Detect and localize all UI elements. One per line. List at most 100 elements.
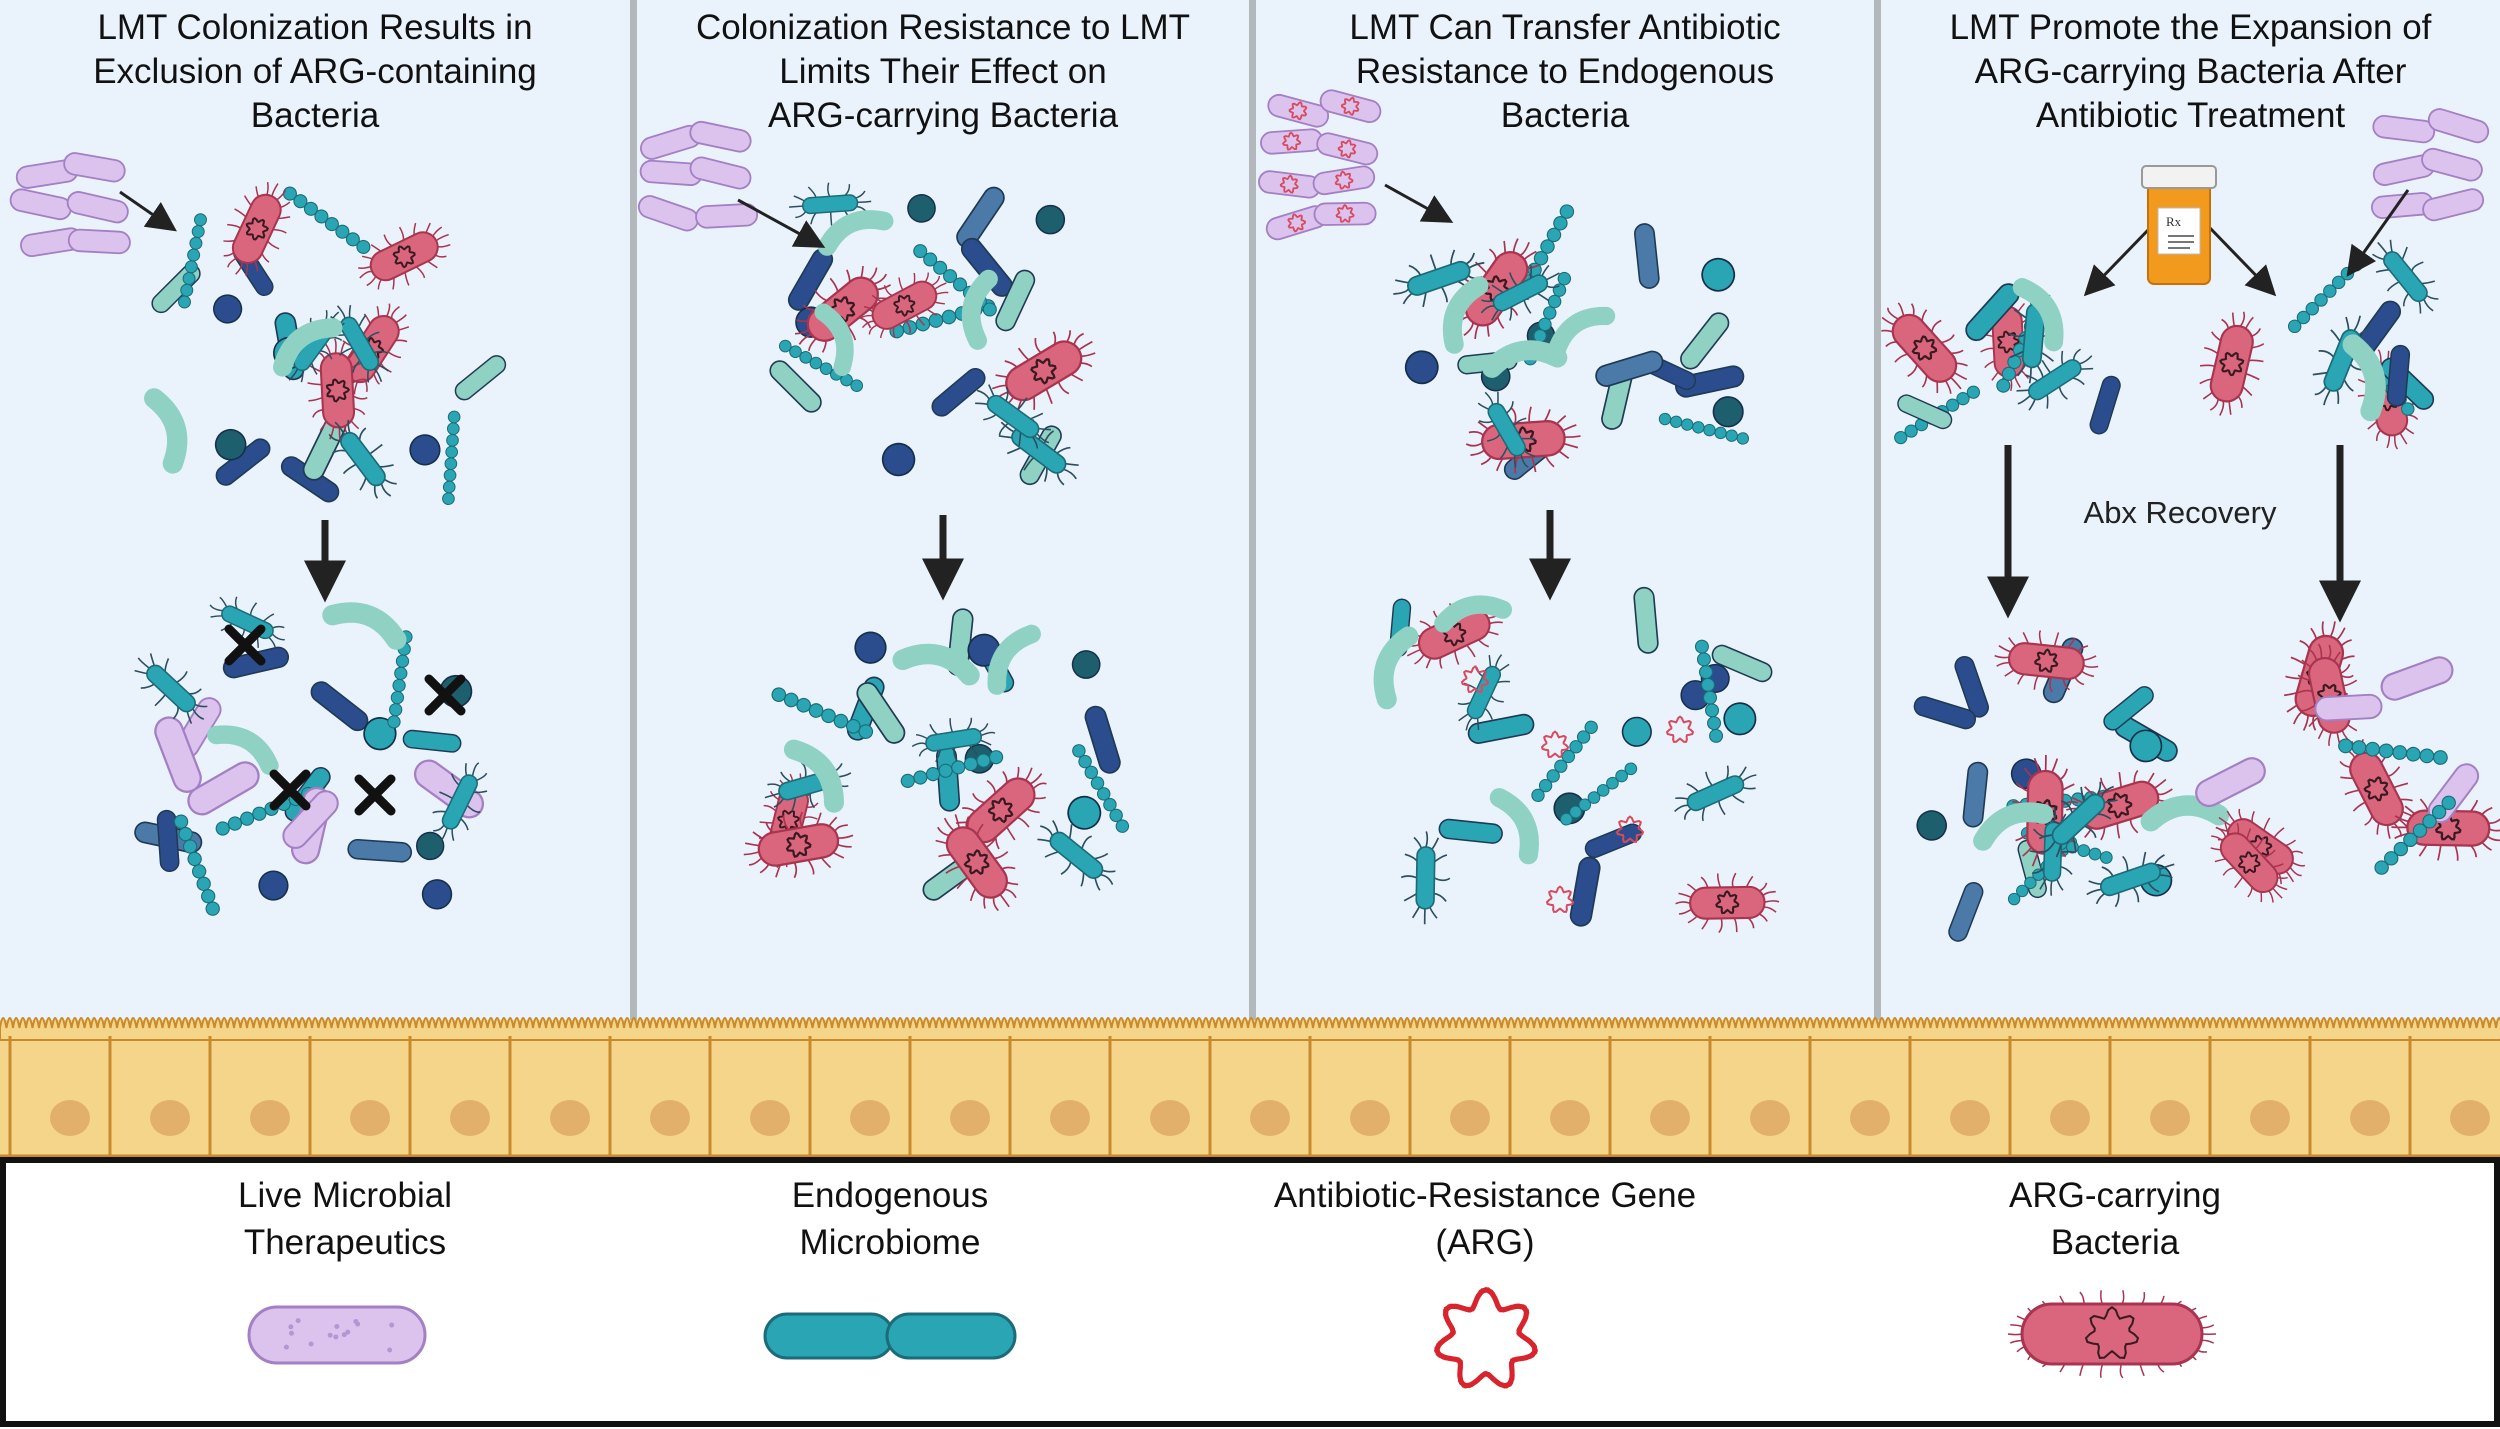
lmt-bacterium-icon (1258, 170, 1321, 199)
endogenous-coccus-bacterium-icon (1701, 257, 1736, 292)
endogenous-coccus-bacterium-icon (415, 831, 445, 861)
endogenous-curved-bacterium-icon (961, 269, 998, 350)
endogenous-rod-bacterium-icon (769, 360, 822, 413)
lmt-cluster (2371, 108, 2490, 222)
legend-label-arg: Antibiotic-Resistance Gene (ARG) (1220, 1172, 1750, 1266)
endogenous-flagellated-bacterium-icon (911, 717, 996, 763)
cell-nucleus (50, 1100, 90, 1136)
endogenous-curved-bacterium-icon (987, 624, 1041, 695)
cell-nucleus (1850, 1100, 1890, 1136)
endogenous-coccus-bacterium-icon (1916, 810, 1947, 841)
title-line: LMT Colonization Results in (97, 8, 533, 47)
cell-nucleus (550, 1100, 590, 1136)
endogenous-flagellated-bacterium-icon (2016, 348, 2094, 411)
endogenous-curved-bacterium-icon (1481, 340, 1568, 378)
endogenous-chain-bacterium-icon (1658, 412, 1750, 445)
endogenous-chain-bacterium-icon (771, 687, 874, 739)
lmt-bacterium-icon (2195, 757, 2266, 808)
arg-bacterium-icon (860, 272, 949, 339)
title-line: Limits Their Effect on (779, 52, 1107, 91)
endogenous-coccus-bacterium-icon (907, 194, 936, 223)
arg-bacterium-icon (991, 330, 1096, 412)
arg-bacterium-icon (2210, 822, 2288, 903)
panel-divider (1874, 0, 1881, 1020)
endogenous-coccus-bacterium-icon (409, 434, 441, 466)
panel-3-title: LMT Can Transfer Antibiotic Resistance t… (1264, 6, 1866, 138)
title-line: Bacteria (1500, 96, 1630, 135)
bacterial-community (743, 608, 1130, 912)
arg-bacterium-icon (1675, 872, 1780, 933)
legend-line: Antibiotic-Resistance Gene (1273, 1176, 1697, 1215)
panel-2-background (637, 0, 1249, 1020)
endogenous-rod-bacterium-icon (1948, 882, 1984, 942)
bacterial-community (2199, 239, 2439, 450)
lmt-cluster (637, 120, 759, 232)
cell-nucleus (2450, 1100, 2490, 1136)
bacterial-community (1913, 630, 2230, 942)
endogenous-rod-bacterium-icon (1711, 644, 1773, 683)
endogenous-flagellated-bacterium-icon (998, 416, 1079, 486)
lmt-bacterium-icon (689, 120, 752, 153)
lmt-entry-arrow (2346, 189, 2410, 277)
legend-line: ARG-carrying (2009, 1176, 2221, 1215)
bacterial-communities (9, 89, 2500, 942)
lmt-bacterium-icon (63, 152, 126, 183)
endogenous-curved-bacterium-icon (2342, 334, 2386, 422)
panel-divider (1249, 0, 1256, 1020)
endogenous-coccus-bacterium-icon (1712, 396, 1744, 428)
lmt-bacterium-icon (1312, 165, 1376, 196)
cell-nucleus (2250, 1100, 2290, 1136)
antibiotic-arrow (2083, 226, 2152, 297)
endogenous-curved-bacterium-icon (1547, 306, 1616, 360)
endogenous-curved-bacterium-icon (273, 318, 343, 377)
endogenous-curved-bacterium-icon (2140, 795, 2230, 832)
endogenous-chain-bacterium-icon (178, 213, 207, 309)
legend-line: Therapeutics (243, 1223, 447, 1262)
title-line: LMT Promote the Expansion of (1949, 8, 2432, 47)
endogenous-curved-bacterium-icon (1434, 595, 1513, 633)
lmt-entry-arrow (737, 198, 826, 248)
lmt-bacterium-icon (2421, 147, 2483, 182)
arg-bacterium-icon (2339, 739, 2414, 839)
title-line: Resistance to Endogenous (1355, 52, 1775, 91)
endogenous-flagellated-bacterium-icon (432, 762, 488, 842)
endogenous-rod-bacterium-icon (2103, 686, 2154, 731)
legend-line: (ARG) (1435, 1223, 1535, 1262)
endogenous-rod-bacterium-icon (1675, 365, 1745, 398)
endogenous-rod-bacterium-icon (1467, 713, 1535, 744)
endogenous-rod-bacterium-icon (1438, 818, 1503, 844)
endogenous-chain-bacterium-icon (900, 750, 1004, 788)
arg-bacterium-icon (223, 181, 291, 276)
lmt-bacterium-icon (1316, 132, 1379, 166)
endogenous-coccus-bacterium-icon (421, 879, 453, 910)
title-line: Colonization Resistance to LMT (695, 8, 1191, 47)
cell-nucleus (2050, 1100, 2090, 1136)
endogenous-rod-bacterium-icon (1680, 312, 1730, 370)
cell-nucleus (1350, 1100, 1390, 1136)
legend-icons (247, 1286, 2217, 1389)
endogenous-curved-bacterium-icon (207, 725, 279, 775)
legend-arg-bacterium-icon (2007, 1290, 2217, 1379)
endogenous-flagellated-bacterium-icon (2038, 781, 2118, 858)
lmt-bacterium-icon (1267, 93, 1330, 128)
endogenous-rod-bacterium-icon (454, 355, 507, 401)
epithelial-cell-layer (0, 1017, 2500, 1158)
endogenous-chain-bacterium-icon (442, 410, 461, 505)
legend-line: Endogenous (791, 1176, 989, 1215)
endogenous-coccus-bacterium-icon (1067, 795, 1102, 830)
endogenous-rod-bacterium-icon (935, 745, 961, 812)
legend-lmt-bacterium-icon (247, 1305, 427, 1365)
endogenous-chain-bacterium-icon (1560, 762, 1638, 826)
endogenous-rod-bacterium-icon (1595, 350, 1664, 387)
cell-nucleus (750, 1100, 790, 1136)
endogenous-coccus-bacterium-icon (363, 717, 397, 751)
endogenous-coccus-bacterium-icon (214, 428, 247, 461)
bacterial-community (134, 596, 488, 916)
endogenous-coccus-bacterium-icon (1723, 702, 1757, 736)
endogenous-rod-bacterium-icon (1569, 856, 1601, 927)
cell-nucleus (450, 1100, 490, 1136)
endogenous-rod-bacterium-icon (1634, 223, 1660, 289)
legend-box (0, 1157, 2500, 1427)
